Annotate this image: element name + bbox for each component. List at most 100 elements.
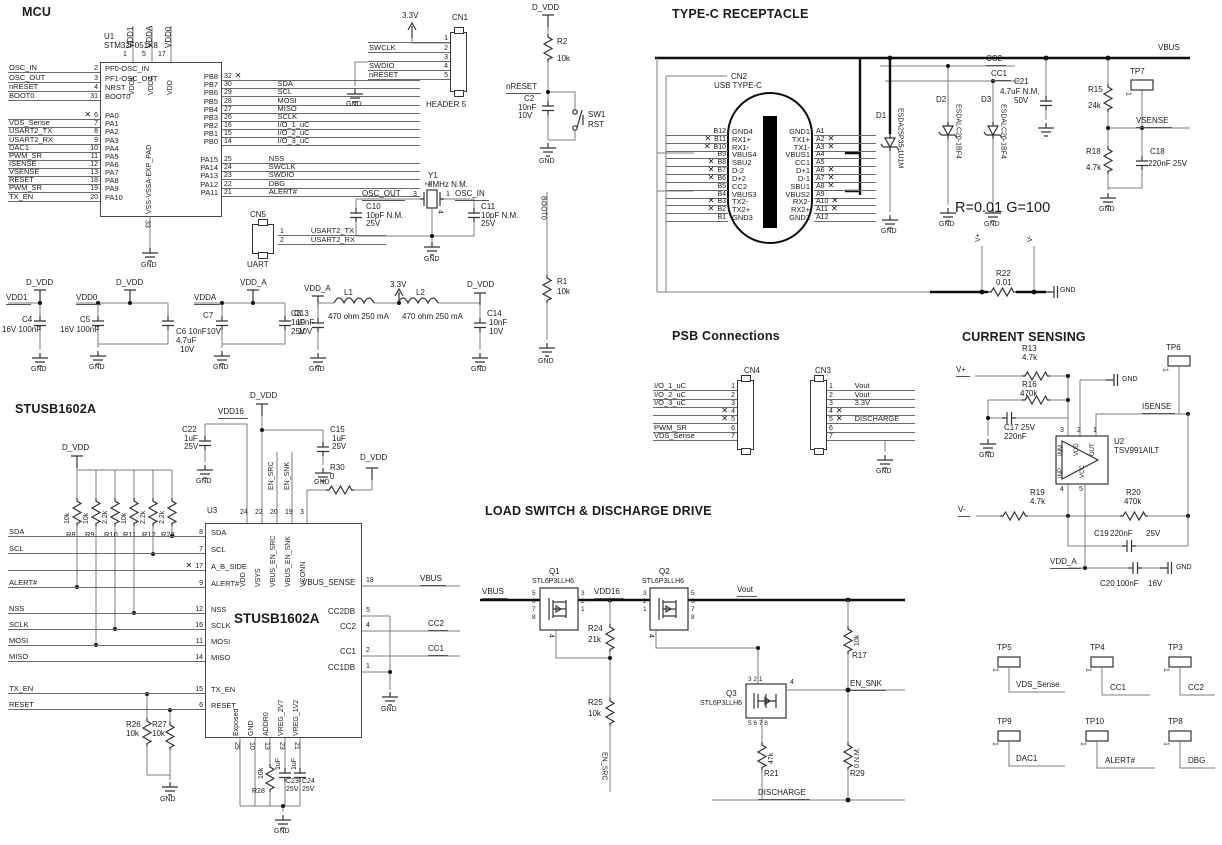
u1-right-pins-a: 32 ✕ 30 ✕ SDA 29 ✕ SCL 28 ✕ MOSI 27 ✕ MI…: [222, 72, 420, 147]
pin-row: USART2_TX ✕ 8: [8, 126, 100, 137]
u1-body: [100, 62, 222, 217]
pin-row: ✕ B3: [666, 197, 728, 207]
op-gnd: GND: [1122, 376, 1138, 383]
r30-val: 0: [330, 472, 335, 481]
tp7-ref: TP7: [1130, 67, 1145, 76]
g2-gnd: GND: [89, 364, 105, 371]
u3-net-cc1: CC1: [428, 644, 449, 656]
u1-left-pins-a: OSC_IN ✕ 2 OSC_OUT ✕ 3 nRESET ✕ 4 BOOT0 …: [8, 63, 100, 102]
y1-pin1: 1: [446, 191, 450, 198]
stusb-rail: D_VDD: [62, 443, 90, 452]
y1-pin4: 4: [436, 210, 444, 214]
stusb-wires: [70, 403, 460, 829]
tp7-pin: 1: [1124, 92, 1132, 96]
pin-row: ISENSE ✕ 12: [8, 158, 100, 169]
r29-ref: R29: [850, 769, 865, 778]
u3-vbus-sense: VBUS_SENSE: [302, 578, 356, 587]
pin-row: ✕ B10: [666, 141, 728, 152]
c4-val: 16V 100nF: [2, 325, 42, 334]
section-title-psb: PSB Connections: [672, 329, 780, 343]
q3-ref: Q3: [726, 689, 737, 698]
cs-vplus: V+: [956, 365, 971, 377]
pin-row: I/O_2_uC ✕ 2: [653, 389, 737, 400]
u1-exp-pad: VSS-VSSA-EXP_PAD: [146, 144, 153, 214]
en-snk-label: EN_SNK: [850, 679, 887, 691]
tp8-pin: 1: [1162, 742, 1170, 746]
u1-gnd-label: GND: [141, 262, 157, 269]
cn3-pins: 1 ✕ Vout 2 ✕ Vout 3 ✕ 3.3V 4 ✕ 5 ✕ DISCH…: [827, 381, 915, 442]
cn1-ref: CN1: [452, 13, 469, 22]
cn3-body: [810, 380, 827, 450]
c10-volt: 25V: [366, 219, 381, 228]
r25-ref: R25: [588, 698, 603, 707]
pin-row: 5 ✕ DISCHARGE: [827, 414, 915, 425]
q3-gate-pin: 4: [790, 679, 794, 686]
r1-ref: R1: [557, 277, 568, 286]
nc-x-icon: ✕: [827, 133, 835, 143]
d3-part: ESDALC20-1BF4: [999, 104, 1007, 159]
c20-volt: 16V: [1148, 579, 1163, 588]
g2-rail: D_VDD: [116, 278, 144, 287]
ls-vdd16: VDD16: [594, 587, 624, 599]
c20-val: 100nF: [1116, 579, 1139, 588]
pin-row: RESET ✕ 18: [8, 175, 100, 186]
c2-volt: 10V: [518, 111, 533, 120]
op-pin5: 5: [1079, 486, 1083, 493]
r1-gnd: GND: [538, 358, 554, 365]
u1-pin5: 5: [142, 51, 146, 58]
c6-volt: 10V: [180, 345, 195, 354]
r15-ref: R15: [1088, 85, 1103, 94]
tp5-net: VDS_Sense: [1016, 680, 1060, 689]
d2-gnd: GND: [939, 221, 955, 228]
c20-gnd: GND: [1176, 564, 1192, 571]
section-title-mcu: MCU: [22, 5, 52, 19]
c2-val: 10nF: [518, 103, 537, 112]
nc-x-icon: ✕: [703, 141, 711, 151]
pin-row: 25 NSS: [222, 154, 420, 165]
nc-x-icon: ✕: [707, 157, 715, 167]
vsense-net: VSENSE: [1136, 116, 1173, 128]
r17-ref: R17: [852, 651, 867, 660]
d1-part: ESDA25P35-1U1M: [896, 108, 904, 169]
g4-gnd: GND: [309, 366, 325, 373]
q1-part: STL6P3LLH6: [532, 578, 575, 585]
d3-ref: D3: [981, 95, 992, 104]
op-pin3: 3: [1060, 427, 1064, 434]
g3-net: VDDA: [194, 293, 221, 305]
c4-ref: C4: [22, 315, 33, 324]
r16-val: 470k: [1020, 389, 1038, 398]
pin-row: 22 DBG: [222, 179, 420, 189]
cn1-body: [450, 32, 467, 92]
cs-vdda: VDD_A: [1050, 557, 1081, 569]
op-pin4: 4: [1060, 486, 1064, 493]
c14-volt: 10V: [489, 327, 504, 336]
c6-val: 4.7uF: [176, 336, 197, 345]
nc-x-icon: ✕: [707, 172, 715, 182]
pin-row: OSC_IN ✕ 2: [8, 63, 100, 74]
c24-volt: 25V: [302, 786, 315, 793]
r18-val: 4.7k: [1086, 163, 1102, 172]
r27-val: 10k: [152, 729, 165, 738]
u3-part-big: STUSB1602A: [234, 611, 320, 626]
cn4-ref: CN4: [744, 366, 761, 375]
q3-part: STL6P3LLH6: [700, 700, 743, 707]
tp6-pin: 1: [1161, 368, 1169, 372]
en-src-label: EN_SRC: [600, 752, 608, 781]
u1-net-vdd1: VDD1: [126, 26, 135, 48]
g4-mid: 3.3V: [390, 280, 407, 289]
pin-row: ✕ B2: [666, 205, 728, 215]
l2-val: 470 ohm 250 mA: [402, 312, 463, 321]
xtal-gnd: GND: [424, 256, 440, 263]
c23-ref: C23: [286, 778, 299, 785]
load-wires: [480, 587, 905, 803]
r18-gnd: GND: [1099, 206, 1115, 213]
q1-left-pins: 5 6 7 8: [532, 590, 536, 621]
c15-ref: C15: [330, 425, 345, 434]
pin-row: 28 ✕ MOSI: [222, 96, 420, 106]
cn1-pins: 1 SWCLK 2 3 SWDIO 4 nRESET 5: [368, 34, 450, 81]
isense-net: ISENSE: [1142, 402, 1176, 414]
cn5-type: UART: [247, 260, 269, 269]
